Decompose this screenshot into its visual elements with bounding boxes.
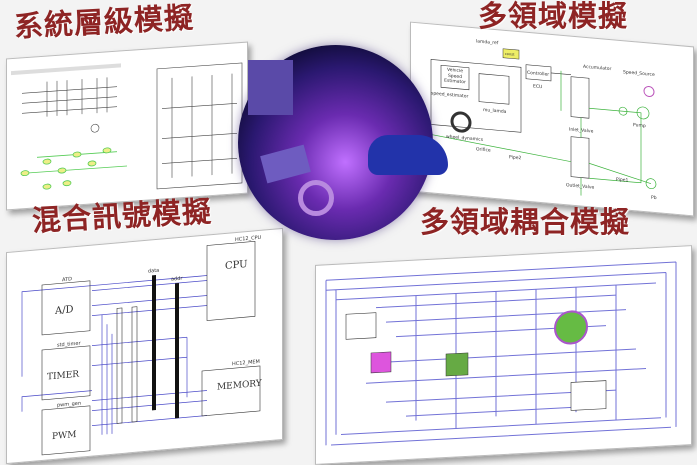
- std-timer-label: std_timer: [57, 341, 81, 349]
- system-level-schematic: [6, 41, 248, 211]
- timer-label: TIMER: [47, 370, 79, 383]
- accumulator-label: Accumulator: [583, 64, 612, 72]
- pb-label: Pb: [651, 195, 657, 201]
- title-multi-domain-coupled: 多領域耦合模擬: [420, 205, 631, 239]
- wheel-dynamics-label: wheel_dynamics: [446, 134, 484, 143]
- pipe1-label: Pipe1: [616, 177, 628, 184]
- cpu-title: HC12_CPU: [235, 235, 262, 243]
- speed-estimator-label: speed_estimator: [431, 90, 469, 99]
- pwm-label: PWM: [52, 430, 76, 442]
- mem-title: HC12_MEM: [232, 359, 260, 367]
- memory-label: MEMORY: [217, 379, 263, 393]
- title-multi-domain: 多領域模擬: [478, 0, 629, 33]
- data-bus-label: data: [148, 268, 159, 275]
- device-image: [248, 60, 293, 115]
- pipe2-label: Pipe2: [509, 154, 521, 161]
- title-system-level: 系統層級模擬: [13, 0, 195, 44]
- inlet-valve-label: Inlet_Valve: [569, 126, 594, 134]
- title-mixed-signal: 混合訊號模擬: [31, 194, 213, 238]
- atd-label: ATD: [62, 276, 72, 283]
- orifice-label: Orifice: [476, 146, 491, 153]
- circuit-board-image: [260, 144, 311, 184]
- gear-image: [298, 180, 334, 216]
- multi-domain-schematic: Vehicle Speed Estimator lamda_ref const …: [410, 21, 694, 217]
- outlet-valve-label: Outlet_Valve: [566, 182, 595, 190]
- speed-source-label: Speed_Source: [623, 69, 655, 78]
- vehicle-speed-estimator-label: Vehicle Speed Estimator: [444, 67, 466, 86]
- product-collage-sphere: [238, 45, 448, 240]
- multi-domain-coupled-schematic: [315, 245, 692, 465]
- addr-bus-label: addr: [171, 276, 183, 283]
- controller-label: Controller: [527, 70, 549, 78]
- ad-label: A/D: [54, 304, 74, 317]
- pwm-gen-label: pwm_gen: [57, 401, 81, 409]
- mixed-signal-schematic: HC12_CPU CPU HC12_MEM MEMORY A/D TIMER P…: [6, 227, 283, 465]
- const-label: const: [505, 52, 515, 57]
- car-image: [368, 135, 448, 175]
- mu-lamda-label: mu_lamda: [483, 107, 507, 115]
- ecu-label: ECU: [533, 83, 542, 90]
- pump-label: Pump: [633, 122, 646, 129]
- lamda-ref-label: lamda_ref: [476, 38, 499, 46]
- cpu-label: CPU: [225, 259, 248, 272]
